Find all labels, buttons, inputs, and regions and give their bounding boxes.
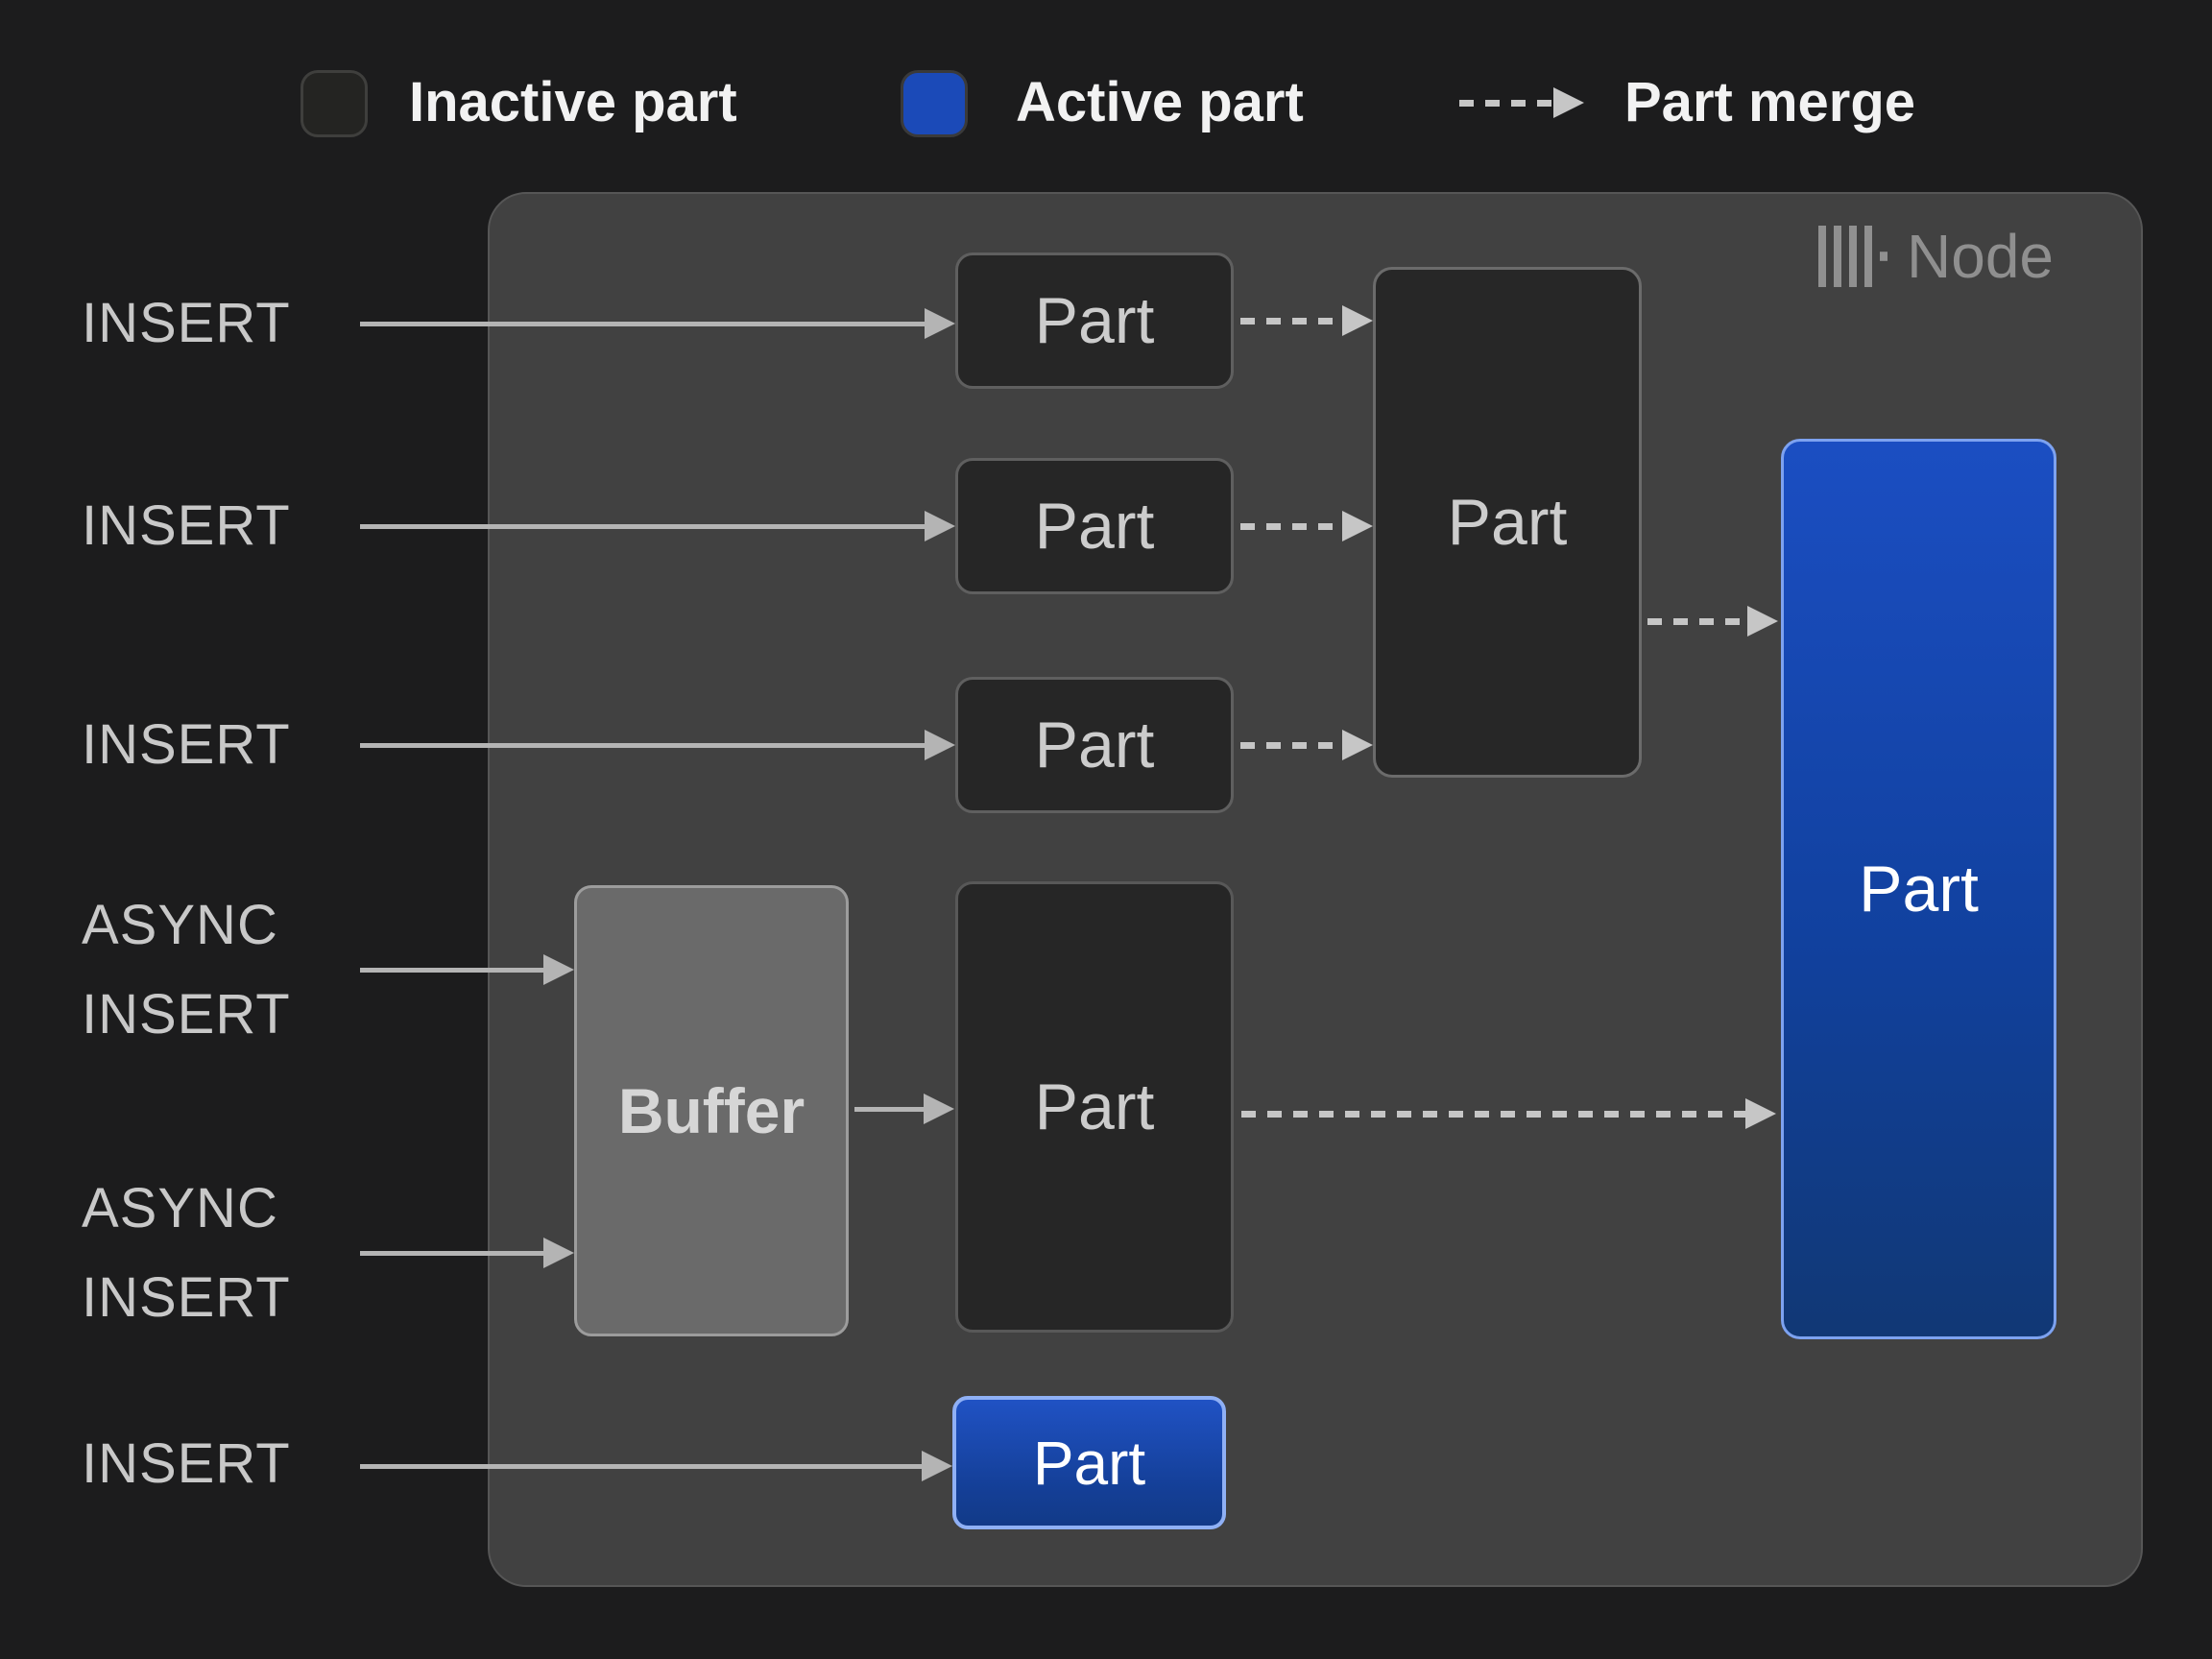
async-arrow-1-head-icon xyxy=(543,954,574,985)
buffer-arrow-line xyxy=(854,1107,924,1112)
part-box-small-2: Part xyxy=(955,458,1234,594)
merge-arrow-1-dash xyxy=(1240,318,1342,325)
merge-arrow-3-head-icon xyxy=(1342,730,1373,760)
insert-arrow-1-head-icon xyxy=(925,308,955,339)
part-box-merged-label: Part xyxy=(1447,486,1568,559)
insert-arrow-3-line xyxy=(360,743,925,748)
buffer-box: Buffer xyxy=(574,885,849,1336)
part-box-active-small: Part xyxy=(952,1396,1226,1529)
insert-label-4: INSERT xyxy=(82,1432,291,1495)
buffer-box-label: Buffer xyxy=(617,1075,805,1146)
merge-arrow-buffered-dash xyxy=(1241,1111,1745,1118)
part-box-buffered-label: Part xyxy=(1034,1070,1155,1143)
clickhouse-icon xyxy=(1818,226,1887,287)
active-part-swatch xyxy=(901,70,968,137)
insert-arrow-2-head-icon xyxy=(925,511,955,541)
async-arrow-2-line xyxy=(360,1251,543,1256)
insert-arrow-1-line xyxy=(360,322,925,326)
insert-arrow-4-head-icon xyxy=(922,1451,952,1481)
async-arrow-2-head-icon xyxy=(543,1238,574,1268)
active-part-label: Active part xyxy=(1016,71,1304,133)
merge-arrow-final-head-icon xyxy=(1747,606,1778,637)
part-box-active-small-label: Part xyxy=(1032,1428,1146,1498)
merge-arrow-2-dash xyxy=(1240,523,1342,530)
inactive-part-swatch xyxy=(301,70,368,137)
insert-label-3: INSERT xyxy=(82,713,291,776)
part-box-active-large: Part xyxy=(1781,439,2056,1339)
insert-label-1: INSERT xyxy=(82,292,291,354)
part-box-buffered: Part xyxy=(955,881,1234,1333)
inactive-part-label: Inactive part xyxy=(409,71,737,133)
part-merge-legend-dash xyxy=(1459,100,1555,107)
buffer-arrow-head-icon xyxy=(924,1094,954,1124)
part-box-small-2-label: Part xyxy=(1034,490,1155,563)
merge-arrow-3-dash xyxy=(1240,742,1342,749)
node-title-label: Node xyxy=(1907,222,2054,291)
merge-arrow-1-head-icon xyxy=(1342,305,1373,336)
node-title: Node xyxy=(1818,225,2054,288)
part-box-small-1-label: Part xyxy=(1034,284,1155,357)
part-merge-legend-arrowhead-icon xyxy=(1553,87,1584,118)
insert-arrow-2-line xyxy=(360,524,925,529)
merge-arrow-buffered-head-icon xyxy=(1745,1098,1776,1129)
insert-label-2: INSERT xyxy=(82,494,291,557)
part-box-merged: Part xyxy=(1373,267,1642,778)
insert-arrow-4-line xyxy=(360,1464,922,1469)
part-box-small-3: Part xyxy=(955,677,1234,813)
part-box-small-3-label: Part xyxy=(1034,709,1155,781)
insert-arrow-3-head-icon xyxy=(925,730,955,760)
async-insert-label-2: ASYNC INSERT xyxy=(82,1177,291,1329)
merge-arrow-2-head-icon xyxy=(1342,511,1373,541)
part-box-active-large-label: Part xyxy=(1859,853,1979,926)
async-arrow-1-line xyxy=(360,968,543,973)
part-merge-label: Part merge xyxy=(1624,71,1916,133)
merge-arrow-final-dash xyxy=(1647,618,1747,625)
async-insert-label-1: ASYNC INSERT xyxy=(82,894,291,1046)
part-box-small-1: Part xyxy=(955,252,1234,389)
